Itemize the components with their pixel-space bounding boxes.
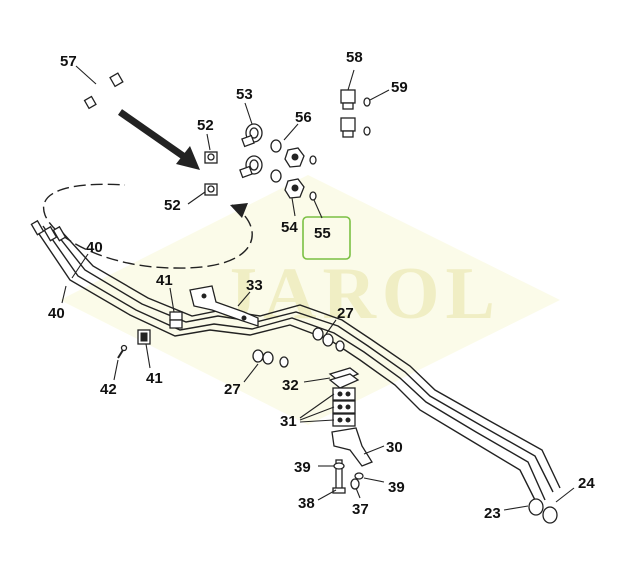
- part-30-bracket: [331, 427, 373, 467]
- direction-arrow: [117, 109, 200, 170]
- callout-30: 30: [386, 439, 403, 456]
- part-40-tube-lines: [30, 219, 561, 501]
- part-54-nuts: [284, 147, 305, 199]
- callout-38: 38: [298, 495, 315, 512]
- callout-52-top: 52: [197, 117, 214, 134]
- callout-27-top: 27: [337, 305, 354, 322]
- leader-lines: [61, 65, 575, 511]
- part-38-bolt: [332, 459, 346, 494]
- callout-59: 59: [391, 79, 408, 96]
- part-37-nut: [350, 478, 360, 490]
- part-53-fittings: [239, 123, 263, 179]
- callout-33: 33: [246, 277, 263, 294]
- callout-39-left: 39: [294, 459, 311, 476]
- callout-31: 31: [280, 413, 297, 430]
- part-41-clamps: [137, 311, 183, 345]
- part-32-clamp-plate: [328, 367, 360, 389]
- callout-41-top: 41: [156, 272, 173, 289]
- dashed-assembly-arrow: [42, 183, 253, 269]
- callout-23: 23: [484, 505, 501, 522]
- callout-40-bottom: 40: [48, 305, 65, 322]
- part-57-tube: [83, 72, 124, 110]
- callout-58: 58: [346, 49, 363, 66]
- part-31-clamp-blocks: [332, 387, 356, 427]
- callout-42: 42: [100, 381, 117, 398]
- callout-55: 55: [314, 225, 331, 242]
- callout-54: 54: [281, 219, 298, 236]
- part-42-screw: [117, 344, 128, 359]
- part-23-end-fitting: [528, 498, 558, 524]
- callout-27-bottom: 27: [224, 381, 241, 398]
- part-39-washers: [333, 462, 364, 480]
- highlight-box: [302, 216, 351, 260]
- part-58-fittings: [340, 89, 356, 138]
- callout-41-bottom: 41: [146, 370, 163, 387]
- callout-53: 53: [236, 86, 253, 103]
- callout-37: 37: [352, 501, 369, 518]
- part-59-orings: [363, 97, 371, 136]
- callout-24: 24: [578, 475, 595, 492]
- callout-39-right: 39: [388, 479, 405, 496]
- watermark-text: JAROL: [220, 253, 501, 335]
- part-33-bracket: [189, 285, 259, 327]
- part-27-couplings: [252, 327, 345, 368]
- callout-56: 56: [295, 109, 312, 126]
- callout-labels: 57 58 59 53 52 56 52 54 55 40 40 41 33 2…: [48, 49, 595, 522]
- callout-40-top: 40: [86, 239, 103, 256]
- part-56-orings: [270, 139, 317, 201]
- watermark: JAROL: [60, 175, 560, 425]
- part-52-elbows: [204, 151, 218, 196]
- callout-52-bottom: 52: [164, 197, 181, 214]
- callout-32: 32: [282, 377, 299, 394]
- callout-57: 57: [60, 53, 77, 70]
